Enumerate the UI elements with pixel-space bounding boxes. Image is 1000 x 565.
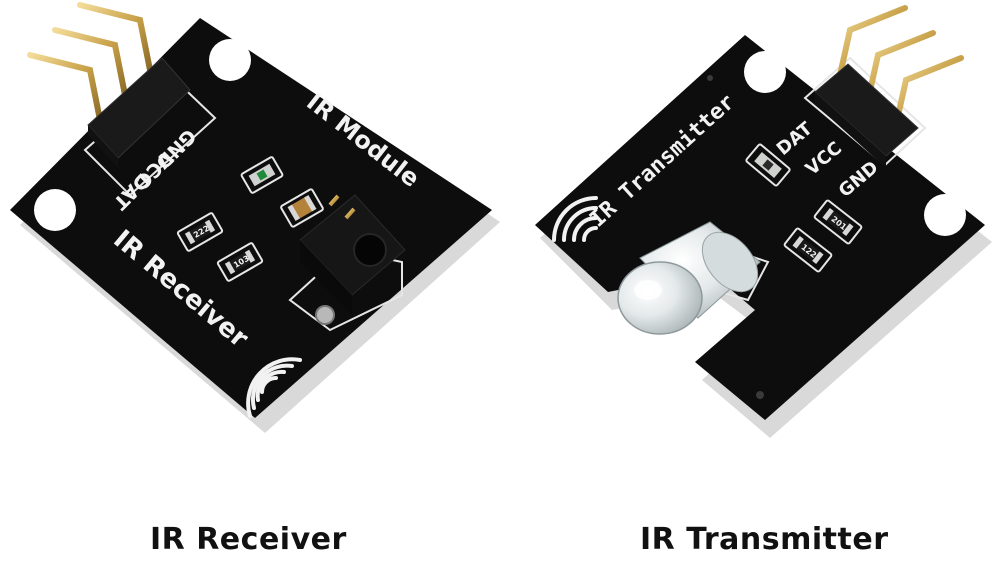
ir-sensor [288,194,406,332]
caption-ir-transmitter: IR Transmitter [640,522,889,557]
mounting-hole [209,39,251,81]
mounting-hole [924,194,966,236]
status-led [240,156,284,194]
signal-waves-icon [552,196,598,242]
header-pins [814,5,964,168]
mounting-hole [744,51,786,93]
header-pins [27,2,191,168]
signal-waves-icon [246,357,302,418]
ir-receiver-board: GND VCC DAT IR Module IR Receiver 222 [10,2,500,433]
resistor: 201 [813,199,863,245]
status-led [745,143,791,187]
ir-transmitter-board: DAT VCC GND IR Transmitter 201 [535,5,992,438]
mounting-hole [34,189,76,231]
caption-ir-receiver: IR Receiver [150,522,347,557]
product-photo: GND VCC DAT IR Module IR Receiver 222 [10,2,992,438]
capacitor [280,188,324,228]
ir-led [617,221,761,335]
